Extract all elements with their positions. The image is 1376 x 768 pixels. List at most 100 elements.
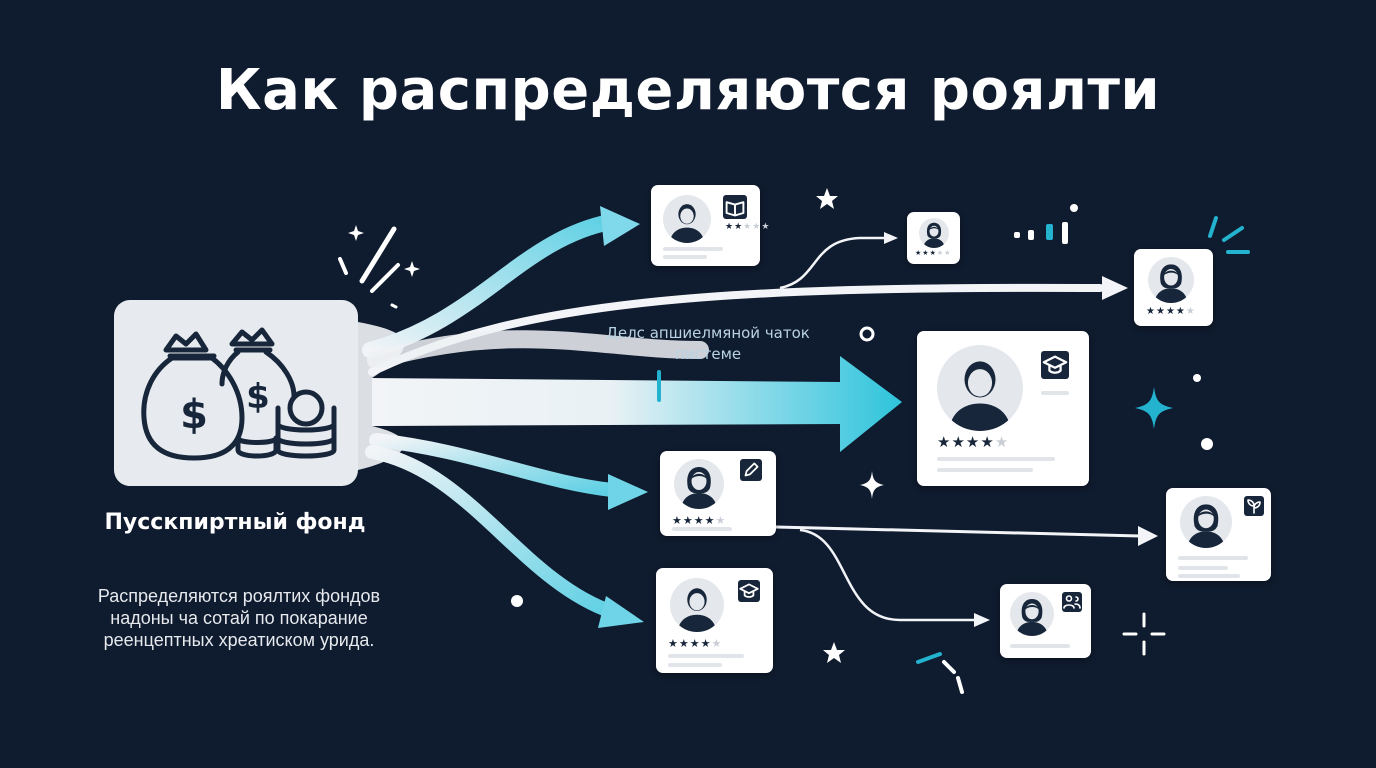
star-icon: ★ [944, 249, 951, 257]
placeholder-line [1178, 574, 1240, 578]
star-icon: ★ [678, 637, 689, 650]
star-icon: ★ [682, 514, 693, 527]
burst-icon [1208, 216, 1250, 254]
flow-arrow-1 [362, 214, 618, 358]
placeholder-line [668, 654, 744, 658]
star-icon: ★ [715, 514, 726, 527]
star-icon: ★ [951, 433, 965, 451]
burst-icon [916, 652, 964, 694]
star-icon: ★ [965, 433, 980, 451]
star-icon: ★ [711, 637, 722, 650]
page-title: Как распределяются роялти [215, 58, 1161, 123]
placeholder-line [937, 457, 1055, 461]
recipient-card[interactable]: ★★★★★ [651, 185, 769, 266]
star-icon: ★ [743, 222, 752, 232]
star-icon [816, 188, 838, 209]
avatar [674, 459, 724, 509]
recipient-card[interactable]: ★★★★★ [907, 212, 960, 264]
placeholder-line [937, 468, 1033, 472]
recipient-card[interactable]: ★★★★★ [656, 568, 773, 673]
ring-icon [859, 326, 875, 342]
star-icon [823, 642, 845, 663]
recipient-card[interactable]: ★★★★★ [1134, 249, 1213, 326]
people-icon [1062, 592, 1082, 612]
placeholder-line [663, 247, 723, 251]
star-icon: ★ [672, 514, 682, 527]
avatar [1010, 592, 1054, 636]
plant-icon [1244, 496, 1264, 516]
book-icon [723, 195, 747, 219]
main-flow-arrow [372, 356, 902, 452]
tick-mark [657, 370, 661, 402]
recipient-card[interactable]: ★★★★★ [660, 451, 776, 536]
connector-right [775, 525, 1141, 538]
star-icon: ★ [936, 249, 944, 257]
star-icon: ★ [980, 433, 994, 451]
star-icon: ★ [693, 514, 704, 527]
fund-title: Пусскпиртный фонд [104, 510, 366, 535]
recipient-card[interactable] [1000, 584, 1091, 658]
avatar [919, 218, 949, 248]
rating-stars: ★★★★★ [725, 223, 769, 232]
graduation-cap-icon [1041, 351, 1069, 379]
flow-arrow-3 [367, 330, 709, 369]
rating-stars: ★★★★★ [915, 250, 950, 257]
placeholder-line [663, 255, 707, 259]
placeholder-line [1178, 566, 1228, 570]
star-icon: ★ [761, 222, 770, 232]
star-icon: ★ [689, 637, 700, 650]
svg-text:$: $ [180, 392, 208, 438]
crosshair-icon [1122, 612, 1166, 656]
connector-down [799, 528, 975, 622]
avatar [670, 578, 724, 632]
star-icon: ★ [704, 514, 715, 527]
thin-branch-up [779, 236, 884, 290]
star-icon: ★ [922, 249, 929, 257]
star-icon: ★ [937, 433, 951, 451]
avatar [1148, 257, 1194, 303]
star-icon: ★ [752, 222, 761, 232]
avatar [1180, 496, 1232, 548]
star-icon: ★ [1146, 306, 1155, 317]
fund-box: $ $ [114, 300, 358, 486]
rating-stars: ★★★★★ [668, 638, 721, 649]
sparkle-icon [860, 471, 884, 499]
sparkle-icon [338, 225, 420, 309]
star-icon: ★ [929, 249, 936, 257]
rating-stars: ★★★★★ [672, 515, 725, 526]
star-icon: ★ [700, 637, 711, 650]
svg-text:$: $ [246, 377, 270, 417]
star-icon: ★ [1155, 306, 1165, 317]
star-icon: ★ [994, 433, 1009, 451]
avatar [663, 195, 711, 243]
sparkle-icon [1135, 387, 1173, 429]
placeholder-line [1041, 391, 1069, 395]
placeholder-line [668, 663, 722, 667]
flow-arrow-5 [365, 445, 619, 619]
rating-stars: ★★★★★ [937, 435, 1008, 450]
dot-icon [511, 595, 523, 607]
recipient-card[interactable]: ★★★★★ [917, 331, 1089, 486]
star-icon: ★ [725, 222, 734, 232]
bars-icon [1014, 204, 1078, 244]
placeholder-line [1178, 556, 1248, 560]
placeholder-line [672, 527, 732, 531]
flow-arrow-4 [369, 433, 619, 497]
dot-icon [1193, 374, 1201, 382]
dot-icon [1201, 438, 1213, 450]
graduation-cap-icon [738, 580, 760, 602]
avatar [937, 345, 1023, 431]
money-bags-coins-icon: $ $ [141, 327, 337, 461]
star-icon: ★ [1185, 306, 1195, 317]
star-icon: ★ [1175, 306, 1185, 317]
star-icon: ★ [915, 249, 922, 257]
star-icon: ★ [1165, 306, 1175, 317]
fund-description: Распределяются роялтих фондов надоны ча … [97, 586, 381, 650]
pen-icon [740, 459, 762, 481]
flow-label: Делс апшиелмяной чаток пистеме [606, 324, 810, 363]
recipient-card[interactable] [1166, 488, 1271, 581]
rating-stars: ★★★★★ [1146, 307, 1195, 317]
star-icon: ★ [668, 637, 678, 650]
star-icon: ★ [734, 222, 743, 232]
